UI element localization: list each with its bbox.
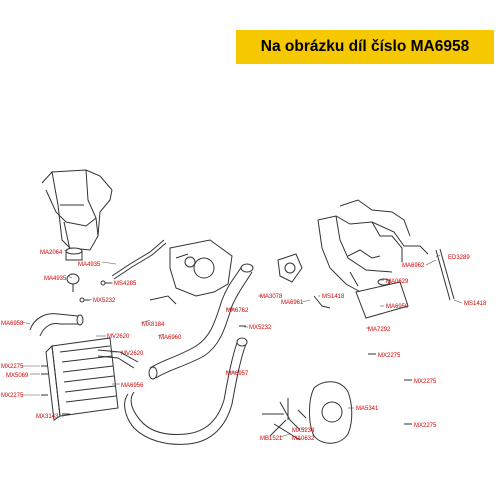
- thermostat-drawing: [277, 253, 303, 283]
- filler-cap-drawing: [65, 247, 83, 292]
- label-ma2064: MA2064: [40, 250, 63, 256]
- label-mx2275-a: MX2275: [1, 364, 24, 370]
- label-ma6958: MA6958: [1, 321, 24, 327]
- left-hose-ma6958-drawing: [29, 313, 84, 337]
- expansion-tank-drawing: [355, 278, 409, 319]
- label-mx2275-b: MX2275: [1, 393, 24, 399]
- label-ma4935-top: MA4935: [78, 262, 101, 268]
- banner-title: Na obrázku díl číslo MA6958: [260, 38, 470, 55]
- label-ma0629: MA0629: [386, 279, 409, 285]
- label-ms4285: MS4285: [114, 281, 137, 287]
- label-mx5234: MX5234: [292, 428, 315, 434]
- bolts-drawing: [41, 280, 412, 425]
- label-ma7292: MA7292: [368, 327, 391, 333]
- rod-drawing: [435, 248, 455, 301]
- label-ma6960: MA6960: [159, 335, 182, 341]
- label-mx2275-c: MX2275: [378, 353, 401, 359]
- label-mx5069: MX5069: [6, 373, 29, 379]
- part-number-banner: Na obrázku díl číslo MA6958: [236, 30, 494, 64]
- label-ms1418-b: MS1418: [464, 301, 487, 307]
- upper-hose-drawing: [148, 263, 254, 380]
- label-ms1418-a: MS1418: [322, 294, 345, 300]
- label-mx5232-left: MX5232: [93, 298, 116, 304]
- label-mx2275-e: MX2275: [414, 423, 437, 429]
- pump-housing-drawing: [169, 239, 233, 297]
- label-ma6962: MA6962: [402, 263, 425, 269]
- lower-hose-drawing: [124, 337, 248, 445]
- label-ma0632: MA0632: [292, 436, 315, 442]
- radiator-drawing: [45, 337, 119, 421]
- label-mx8184: MX8184: [142, 322, 165, 328]
- label-mx3143: MX3143: [36, 414, 59, 420]
- label-mx5232-mid: MX5232: [249, 325, 272, 331]
- fan-assembly-drawing: [262, 381, 353, 444]
- part-labels: MA2064 MA4935 MA4935 MS4285 MX5232 MA695…: [1, 250, 487, 442]
- label-mx2275-d: MX2275: [414, 379, 437, 385]
- label-ma3078: MA3078: [260, 294, 283, 300]
- label-ma4935: MA4935: [44, 276, 67, 282]
- label-ma6959: MA6959: [386, 304, 409, 310]
- thin-hose-drawing: [111, 239, 165, 277]
- label-ma6961: MA6961: [281, 300, 304, 306]
- label-ed3289: ED3289: [448, 255, 470, 261]
- frame-drawing: [41, 169, 113, 251]
- label-ma6956: MA6956: [121, 383, 144, 389]
- label-ma6957: MA6957: [226, 371, 249, 377]
- label-ma6762: MA6762: [226, 308, 249, 314]
- label-mb1521: MB1521: [260, 436, 283, 442]
- label-ma5341: MA5341: [356, 406, 379, 412]
- rear-frame-drawing: [317, 199, 429, 295]
- label-mv2620-b: MV2620: [121, 351, 144, 357]
- leader-lines: [21, 249, 463, 438]
- label-mv2620-a: MV2620: [107, 334, 130, 340]
